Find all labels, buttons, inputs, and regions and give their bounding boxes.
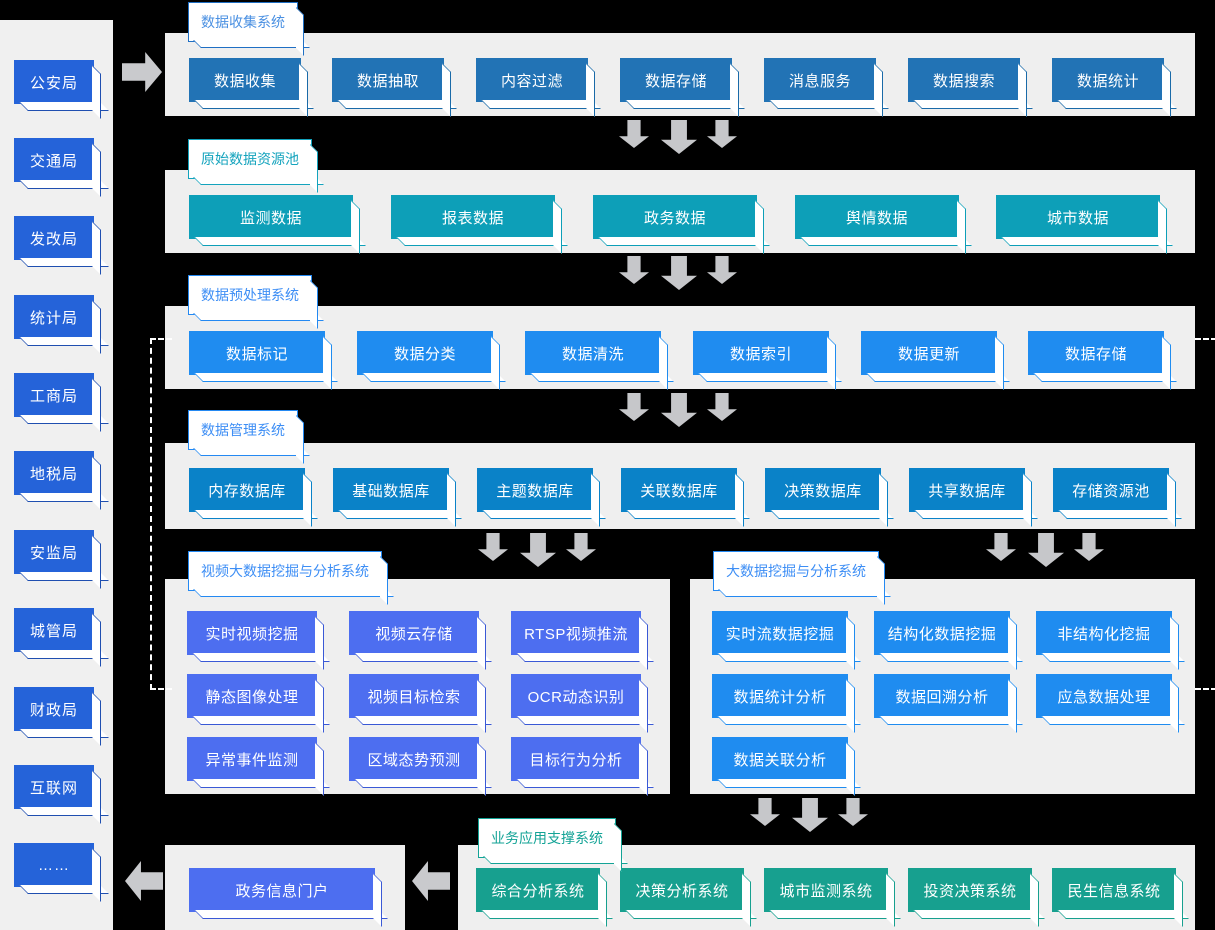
node-collection-5[interactable]: 数据搜索 [908,58,1020,102]
node-bigdata-1[interactable]: 结构化数据挖掘 [874,611,1010,655]
node-video-7[interactable]: 区域态势预测 [349,737,479,781]
arrow-left-icon [412,861,450,901]
arrow-down-icon [1028,533,1064,567]
node-bigdata-6[interactable]: 数据关联分析 [712,737,848,781]
section-title-management: 数据管理系统 [188,410,298,450]
arrow-down-icon [619,393,649,421]
node-management-2[interactable]: 主题数据库 [477,468,593,512]
arrow-down-icon [661,256,697,290]
sidebar-item-gongshangju[interactable]: 工商局 [14,373,94,417]
node-preprocess-2[interactable]: 数据清洗 [525,331,661,375]
section-video-mining: 实时视频挖掘 视频云存储 RTSP视频推流 静态图像处理 视频目标检索 OCR动… [165,579,670,794]
section-title-business-support: 业务应用支撑系统 [478,818,616,858]
node-bigdata-5[interactable]: 应急数据处理 [1036,674,1172,718]
node-management-0[interactable]: 内存数据库 [189,468,305,512]
arrow-down-icon [1074,533,1104,561]
arrow-left-icon [125,861,163,901]
node-video-8[interactable]: 目标行为分析 [511,737,641,781]
node-portal[interactable]: 政务信息门户 [189,868,375,912]
bracket-left [150,338,172,690]
sidebar-item-hulianwang[interactable]: 互联网 [14,765,94,809]
node-bigdata-3[interactable]: 数据统计分析 [712,674,848,718]
sidebar-item-fagaiju[interactable]: 发改局 [14,216,94,260]
arrow-down-icon [986,533,1016,561]
node-management-3[interactable]: 关联数据库 [621,468,737,512]
arrow-right-icon [122,52,162,92]
node-rawpool-2[interactable]: 政务数据 [593,195,757,239]
arrow-down-icon [619,120,649,148]
sidebar-item-jiaotongju[interactable]: 交通局 [14,138,94,182]
arrow-down-icon [707,393,737,421]
node-collection-2[interactable]: 内容过滤 [476,58,588,102]
node-video-0[interactable]: 实时视频挖掘 [187,611,317,655]
section-collection: 数据收集 数据抽取 内容过滤 数据存储 消息服务 数据搜索 数据统计 [165,33,1195,116]
node-rawpool-4[interactable]: 城市数据 [996,195,1160,239]
node-management-4[interactable]: 决策数据库 [765,468,881,512]
sidebar-item-anjianju[interactable]: 安监局 [14,530,94,574]
section-raw-pool: 监测数据 报表数据 政务数据 舆情数据 城市数据 [165,170,1195,253]
node-preprocess-1[interactable]: 数据分类 [357,331,493,375]
arrow-down-icon [792,798,828,832]
sidebar-item-tongjiju[interactable]: 统计局 [14,295,94,339]
node-preprocess-3[interactable]: 数据索引 [693,331,829,375]
arrow-down-icon [707,120,737,148]
section-title-video-mining: 视频大数据挖掘与分析系统 [188,551,382,591]
node-collection-1[interactable]: 数据抽取 [332,58,444,102]
node-rawpool-0[interactable]: 监测数据 [189,195,353,239]
arrow-down-icon [478,533,508,561]
node-business-4[interactable]: 民生信息系统 [1052,868,1176,912]
node-rawpool-3[interactable]: 舆情数据 [795,195,959,239]
section-preprocess: 数据标记 数据分类 数据清洗 数据索引 数据更新 数据存储 [165,306,1195,389]
sidebar-item-caizhengju[interactable]: 财政局 [14,687,94,731]
section-title-raw-pool: 原始数据资源池 [188,139,312,179]
node-video-6[interactable]: 异常事件监测 [187,737,317,781]
node-bigdata-0[interactable]: 实时流数据挖掘 [712,611,848,655]
node-business-0[interactable]: 综合分析系统 [476,868,600,912]
node-management-1[interactable]: 基础数据库 [333,468,449,512]
node-video-5[interactable]: OCR动态识别 [511,674,641,718]
node-collection-0[interactable]: 数据收集 [189,58,301,102]
sidebar-item-gonganju[interactable]: 公安局 [14,60,94,104]
node-collection-3[interactable]: 数据存储 [620,58,732,102]
arrow-down-icon [566,533,596,561]
node-rawpool-1[interactable]: 报表数据 [391,195,555,239]
arrow-down-icon [750,798,780,826]
arrow-down-icon [707,256,737,284]
node-video-1[interactable]: 视频云存储 [349,611,479,655]
node-video-3[interactable]: 静态图像处理 [187,674,317,718]
arrow-down-icon [619,256,649,284]
agency-sidebar: 公安局 交通局 发改局 统计局 工商局 地税局 安监局 城管局 财政局 互联网 … [0,20,113,930]
node-collection-6[interactable]: 数据统计 [1052,58,1164,102]
node-business-1[interactable]: 决策分析系统 [620,868,744,912]
section-portal: 政务信息门户 [165,845,405,930]
section-big-data-mining: 实时流数据挖掘 结构化数据挖掘 非结构化挖掘 数据统计分析 数据回溯分析 应急数… [690,579,1195,794]
node-bigdata-4[interactable]: 数据回溯分析 [874,674,1010,718]
bracket-right [1195,338,1215,690]
section-management: 内存数据库 基础数据库 主题数据库 关联数据库 决策数据库 共享数据库 存储资源… [165,443,1195,529]
node-management-5[interactable]: 共享数据库 [909,468,1025,512]
arrow-down-icon [661,393,697,427]
sidebar-item-more[interactable]: …… [14,843,94,887]
sidebar-item-dishuiju[interactable]: 地税局 [14,451,94,495]
section-title-collection: 数据收集系统 [188,2,298,42]
node-management-6[interactable]: 存储资源池 [1053,468,1169,512]
node-video-2[interactable]: RTSP视频推流 [511,611,641,655]
node-business-3[interactable]: 投资决策系统 [908,868,1032,912]
section-title-big-data-mining: 大数据挖掘与分析系统 [713,551,879,591]
sidebar-item-chengguanju[interactable]: 城管局 [14,608,94,652]
node-preprocess-4[interactable]: 数据更新 [861,331,997,375]
arrow-down-icon [661,120,697,154]
arrow-down-icon [838,798,868,826]
node-preprocess-5[interactable]: 数据存储 [1028,331,1164,375]
node-preprocess-0[interactable]: 数据标记 [189,331,325,375]
node-business-2[interactable]: 城市监测系统 [764,868,888,912]
node-collection-4[interactable]: 消息服务 [764,58,876,102]
node-bigdata-2[interactable]: 非结构化挖掘 [1036,611,1172,655]
arrow-down-icon [520,533,556,567]
node-video-4[interactable]: 视频目标检索 [349,674,479,718]
section-title-preprocess: 数据预处理系统 [188,275,312,315]
